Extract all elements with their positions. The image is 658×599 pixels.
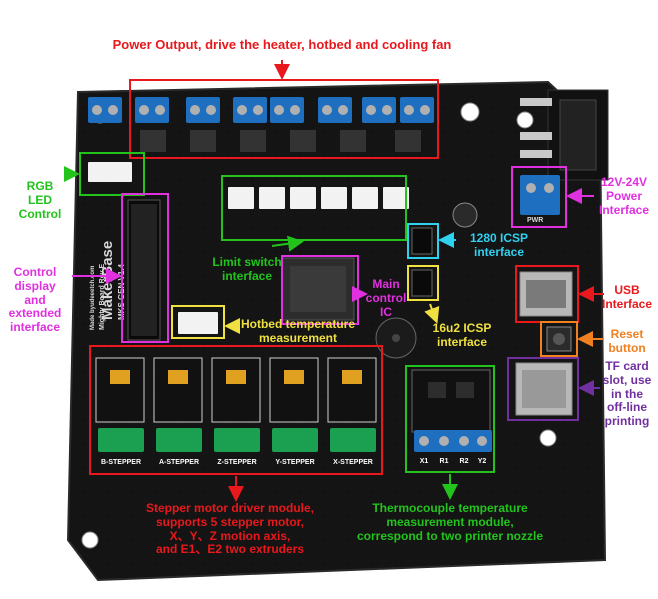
label-power-line1: 12V-24V xyxy=(600,175,648,189)
lcd-header xyxy=(127,199,161,341)
label-thermo-line1: Thermocouple temperature xyxy=(372,501,528,515)
usb-port xyxy=(519,271,573,317)
icsp-1280 xyxy=(411,227,433,255)
label-stepper-line3: X、Y、Z motion axis, xyxy=(169,528,291,543)
label-tf: TF card slot, use in the off-line printi… xyxy=(598,359,656,429)
stepper-label-a: A-STEPPER xyxy=(159,459,199,466)
box-steppers xyxy=(89,345,383,475)
label-reset: Reset button xyxy=(602,327,652,356)
label-control-line2: display xyxy=(14,278,56,293)
label-power-line3: Interface xyxy=(598,202,650,217)
hotbed-header xyxy=(178,312,218,334)
label-power-interface: 12V-24V Power Interface xyxy=(592,175,656,217)
buzzer xyxy=(375,317,417,359)
stepper-label-y: Y-STEPPER xyxy=(275,459,314,466)
box-control-display xyxy=(121,193,169,343)
label-rgb: RGB LED Control xyxy=(16,179,64,221)
label-hotbed-line2: measurement xyxy=(258,330,338,345)
label-tf-line3: in the xyxy=(611,386,643,401)
label-icsp-16u2: 16u2 ICSP interface xyxy=(420,321,504,350)
reset-button xyxy=(546,326,572,352)
thermo-pin-r1: R1 xyxy=(440,458,449,465)
thermo-pin-y2: Y2 xyxy=(478,458,487,465)
label-icsp1280-line1: 1280 ICSP xyxy=(469,231,529,245)
label-control-line3: and xyxy=(24,292,46,307)
label-tf-line2: slot, use xyxy=(602,372,652,387)
label-rgb-line1: RGB xyxy=(26,179,54,193)
label-limit-line1: Limit switch xyxy=(212,255,282,269)
label-stepper-line2: supports 5 stepper motor, xyxy=(155,514,305,529)
label-thermocouple: Thermocouple temperature measurement mod… xyxy=(336,501,564,543)
arrow-limit-switch xyxy=(271,235,304,252)
stepper-drivers xyxy=(95,357,377,452)
label-icsp-1280: 1280 ICSP interface xyxy=(456,231,542,260)
power-input-terminal xyxy=(520,175,560,215)
label-main-line2: control xyxy=(365,290,407,305)
label-usb-line2: Interface xyxy=(601,296,653,311)
icsp-16u2 xyxy=(411,269,433,297)
silk-made: Made byudeeetch.com xyxy=(90,266,96,330)
box-icsp-16u2 xyxy=(407,265,439,301)
label-tf-line5: printing xyxy=(604,414,650,429)
main-ic xyxy=(281,257,355,321)
label-tf-line4: off-line xyxy=(607,400,647,415)
label-main-line1: Main xyxy=(372,277,400,291)
arrow-icsp-16u2 xyxy=(424,303,440,324)
silk-pwr: PWR xyxy=(527,217,543,224)
tf-slot xyxy=(515,362,573,416)
label-control-line1: Control xyxy=(13,265,57,279)
label-main-control: Main control IC xyxy=(364,277,408,319)
power-output-terminals xyxy=(88,97,434,152)
label-reset-line2: button xyxy=(608,340,646,355)
thermo-pin-r2: R2 xyxy=(460,458,469,465)
label-power-output: Power Output, drive the heater, hotbed a… xyxy=(112,37,452,52)
label-tf-line1: TF card xyxy=(605,359,649,373)
label-stepper: Stepper motor driver module, supports 5 … xyxy=(112,501,348,557)
label-icsp16u2-line2: interface xyxy=(436,334,488,349)
label-main-line3: IC xyxy=(380,304,392,319)
label-reset-line1: Reset xyxy=(610,327,644,341)
box-power-output xyxy=(129,79,439,159)
label-hotbed-line1: Hotbed temperature xyxy=(240,317,356,331)
limit-switch-headers xyxy=(228,187,409,209)
label-control-display: Control display and extended interface xyxy=(4,265,66,335)
box-thermocouple xyxy=(405,365,495,473)
label-rgb-line3: Control xyxy=(18,206,62,221)
label-usb: USB Interface xyxy=(600,283,654,312)
label-control-line4: extended xyxy=(8,306,62,321)
label-stepper-line4: and E1、E2 two extruders xyxy=(155,542,305,557)
rgb-header xyxy=(88,162,132,182)
stepper-label-x: X-STEPPER xyxy=(333,459,373,466)
label-icsp1280-line2: interface xyxy=(473,244,525,259)
power-switch xyxy=(520,89,609,181)
label-control-line5: interface xyxy=(9,320,61,335)
capacitor xyxy=(452,202,478,228)
label-stepper-line1: Stepper motor driver module, xyxy=(145,501,315,515)
box-rgb xyxy=(79,152,145,196)
label-thermo-line3: correspond to two printer nozzle xyxy=(356,528,543,543)
label-limit-line2: interface xyxy=(221,268,273,283)
stepper-label-z: Z-STEPPER xyxy=(217,459,256,466)
label-icsp16u2-line1: 16u2 ICSP xyxy=(432,321,492,335)
thermocouple-module xyxy=(411,369,492,452)
stepper-label-b: B-STEPPER xyxy=(101,459,141,466)
thermo-pin-x1: X1 xyxy=(420,458,429,465)
label-power-line2: Power xyxy=(605,188,642,203)
label-usb-line1: USB xyxy=(614,283,640,297)
label-limit-switch: Limit switch interface xyxy=(204,255,290,284)
box-limit-switch xyxy=(221,175,407,241)
label-rgb-line2: LED xyxy=(28,192,52,207)
label-hotbed: Hotbed temperature measurement xyxy=(232,317,364,346)
label-thermo-line2: measurement module, xyxy=(386,514,514,529)
silk-rev: Mighty Board Rev E xyxy=(99,264,106,330)
